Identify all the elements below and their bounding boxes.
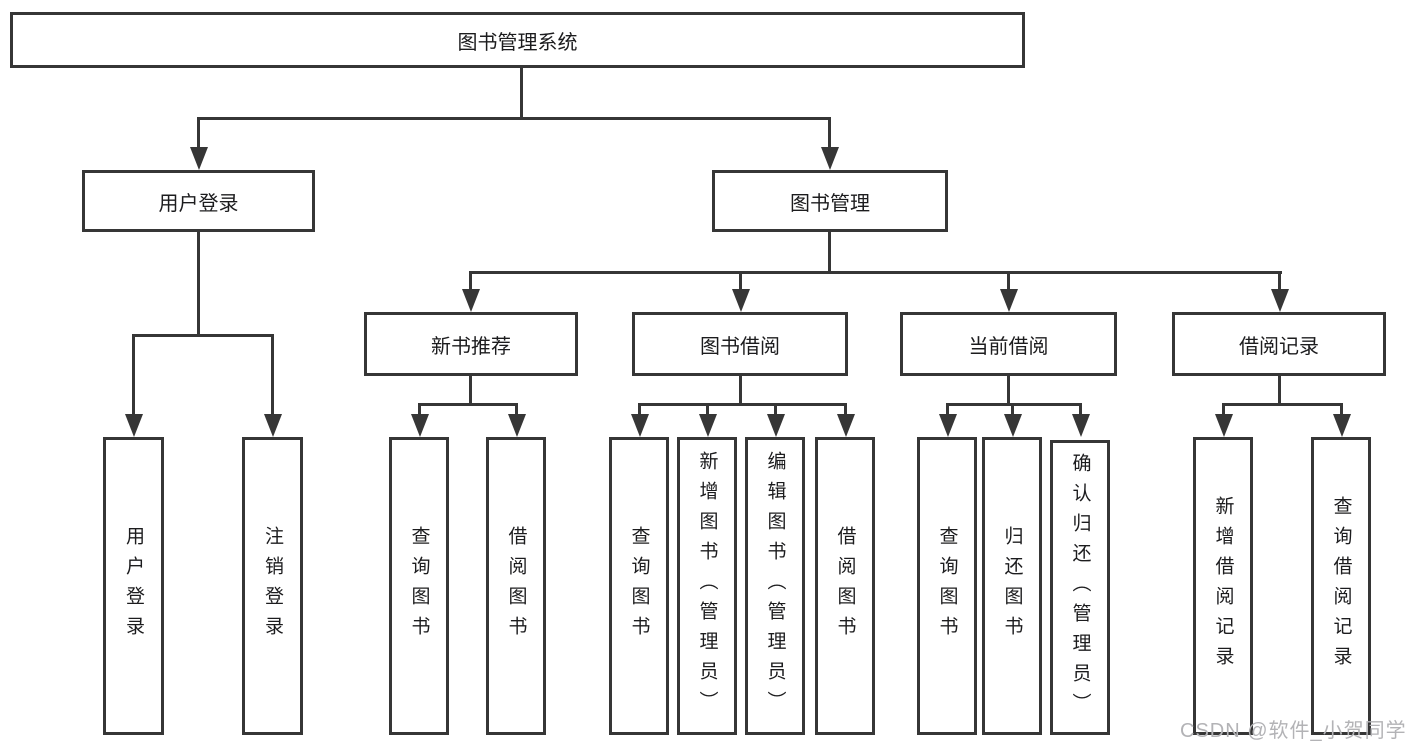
connector-line (469, 376, 472, 406)
leaf-borrow-borrow-books: 借阅图书 (815, 437, 875, 735)
connector-line (1007, 271, 1010, 291)
connector-line (946, 403, 949, 416)
arrow-down-icon (1004, 414, 1022, 437)
connector-line (946, 403, 1082, 406)
csdn-watermark: CSDN @软件_小贺同学 (1180, 720, 1405, 742)
arrow-down-icon (699, 414, 717, 437)
leaf-records-query-record: 查询借阅记录 (1311, 437, 1371, 735)
leaf-records-query-record-label: 查询借阅记录 (1330, 496, 1352, 676)
node-current-borrow: 当前借阅 (900, 312, 1117, 376)
arrow-down-icon (411, 414, 429, 437)
connector-line (515, 403, 518, 416)
connector-line (132, 334, 135, 416)
leaf-borrow-query-books-label: 查询图书 (628, 526, 650, 646)
connector-line (132, 334, 274, 337)
leaf-recommend-query-books: 查询图书 (389, 437, 449, 735)
node-user-login-label: 用户登录 (158, 192, 239, 215)
arrow-down-icon (1215, 414, 1233, 437)
connector-line (828, 232, 831, 274)
node-book-borrow-label: 图书借阅 (700, 335, 780, 358)
connector-line (271, 334, 274, 416)
connector-line (706, 403, 709, 416)
arrow-down-icon (767, 414, 785, 437)
arrow-down-icon (190, 147, 208, 170)
connector-line (520, 68, 523, 118)
leaf-borrow-edit-books-admin: 编辑图书（管理员） (745, 437, 805, 735)
connector-line (1079, 403, 1082, 416)
connector-line (774, 403, 777, 416)
connector-line (1011, 403, 1014, 416)
connector-line (197, 117, 200, 148)
leaf-borrow-add-books-admin: 新增图书（管理员） (677, 437, 737, 735)
arrow-down-icon (1000, 289, 1018, 312)
leaf-recommend-borrow-books-label: 借阅图书 (505, 526, 527, 646)
connector-line (844, 403, 847, 416)
leaf-logout: 注销登录 (242, 437, 303, 735)
leaf-borrow-add-books-admin-label: 新增图书（管理员） (696, 451, 718, 721)
connector-line (418, 403, 518, 406)
leaf-user-login: 用户登录 (103, 437, 164, 735)
connector-line (1340, 403, 1343, 416)
node-book-borrow: 图书借阅 (632, 312, 848, 376)
connector-line (638, 403, 847, 406)
leaf-borrow-edit-books-admin-label: 编辑图书（管理员） (764, 451, 786, 721)
arrow-down-icon (732, 289, 750, 312)
connector-line (1278, 271, 1281, 291)
connector-line (638, 403, 641, 416)
node-new-book-recommend-label: 新书推荐 (431, 335, 511, 358)
leaf-user-login-label: 用户登录 (123, 526, 144, 646)
connector-line (469, 271, 472, 291)
leaf-current-return-books-label: 归还图书 (1001, 526, 1023, 646)
connector-line (1222, 403, 1343, 406)
arrow-down-icon (631, 414, 649, 437)
node-current-borrow-label: 当前借阅 (968, 335, 1049, 358)
arrow-down-icon (821, 147, 839, 170)
connector-line (828, 117, 831, 148)
connector-line (1278, 376, 1281, 406)
leaf-borrow-query-books: 查询图书 (609, 437, 669, 735)
leaf-borrow-borrow-books-label: 借阅图书 (834, 526, 856, 646)
connector-line (739, 376, 742, 406)
leaf-current-confirm-return-admin-label: 确认归还（管理员） (1069, 452, 1091, 723)
arrow-down-icon (462, 289, 480, 312)
connector-line (197, 117, 831, 120)
arrow-down-icon (264, 414, 282, 437)
node-new-book-recommend: 新书推荐 (364, 312, 578, 376)
connector-line (739, 271, 742, 291)
node-book-management: 图书管理 (712, 170, 948, 232)
leaf-current-query-books: 查询图书 (917, 437, 977, 735)
leaf-logout-label: 注销登录 (262, 526, 283, 646)
arrow-down-icon (1333, 414, 1351, 437)
leaf-records-add-record-label: 新增借阅记录 (1212, 496, 1234, 676)
connector-line (1007, 376, 1010, 406)
arrow-down-icon (939, 414, 957, 437)
leaf-current-confirm-return-admin: 确认归还（管理员） (1050, 440, 1110, 735)
connector-line (197, 232, 200, 335)
arrow-down-icon (1072, 414, 1090, 437)
node-borrow-records: 借阅记录 (1172, 312, 1386, 376)
arrow-down-icon (837, 414, 855, 437)
leaf-records-add-record: 新增借阅记录 (1193, 437, 1253, 735)
leaf-current-return-books: 归还图书 (982, 437, 1042, 735)
node-book-management-label: 图书管理 (790, 192, 870, 215)
arrow-down-icon (1271, 289, 1289, 312)
arrow-down-icon (125, 414, 143, 437)
leaf-current-query-books-label: 查询图书 (936, 526, 958, 646)
leaf-recommend-query-books-label: 查询图书 (408, 526, 430, 646)
arrow-down-icon (508, 414, 526, 437)
node-root-library-system: 图书管理系统 (10, 12, 1025, 68)
node-user-login: 用户登录 (82, 170, 315, 232)
connector-line (1222, 403, 1225, 416)
node-root-label: 图书管理系统 (457, 31, 578, 54)
connector-line (469, 271, 1282, 274)
connector-line (418, 403, 421, 416)
node-borrow-records-label: 借阅记录 (1239, 335, 1319, 358)
leaf-recommend-borrow-books: 借阅图书 (486, 437, 546, 735)
